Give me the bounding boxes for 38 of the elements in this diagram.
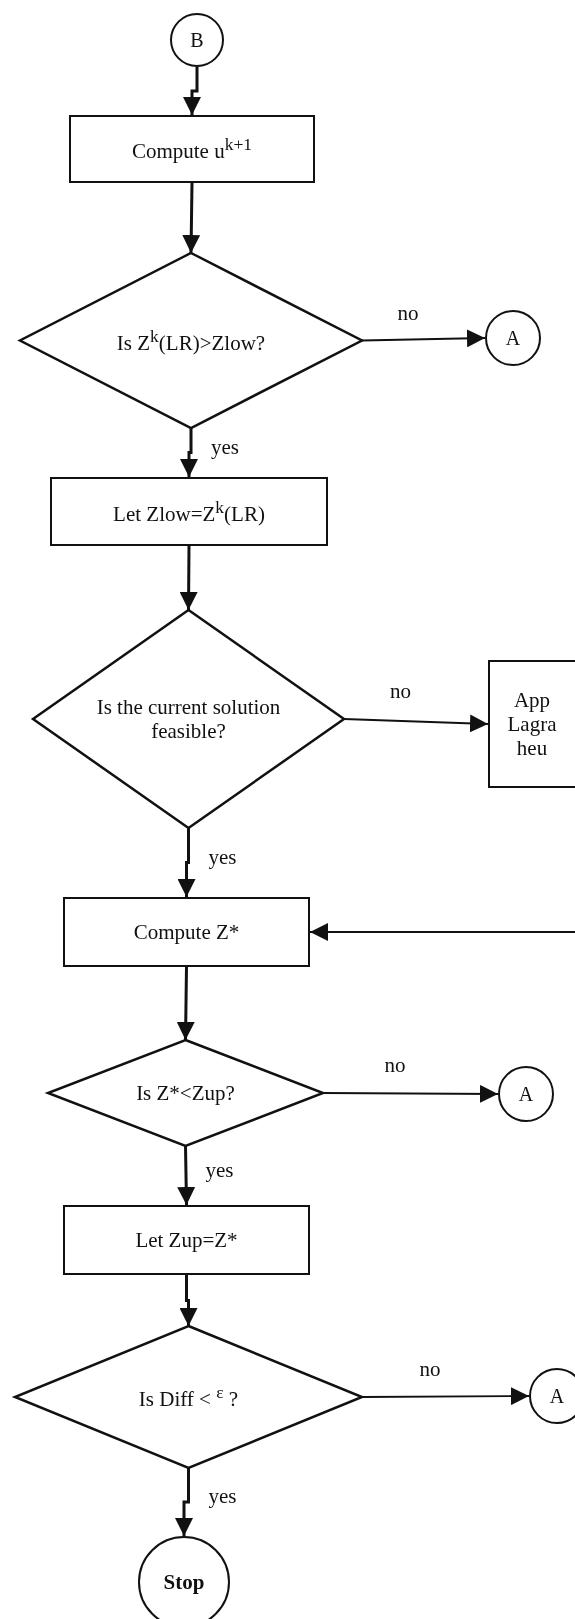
- node-text: Is Z$^{k}$(LR)>Zlow?: [115, 325, 267, 356]
- arrow: [179, 546, 198, 610]
- process-box: [63, 897, 310, 967]
- node-text: Compute Z*: [133, 919, 240, 945]
- node-text: A: [549, 1384, 565, 1408]
- process-box: [50, 477, 328, 546]
- connector-circle: [170, 13, 224, 67]
- arrow: [177, 828, 196, 897]
- arrow: [175, 1468, 193, 1536]
- arrow: [179, 1275, 198, 1326]
- node-text: Let Zup=Z*: [135, 1227, 238, 1253]
- arrow: [322, 1084, 499, 1103]
- node-text: Is Z*<Zup?: [135, 1080, 236, 1106]
- node-text: Compute u$^{k+1}$: [131, 134, 253, 164]
- connector-circle: [498, 1066, 554, 1122]
- connector-circle: [529, 1368, 575, 1424]
- arrow: [343, 714, 489, 733]
- arrow: [176, 966, 195, 1041]
- connector-circle: [485, 310, 541, 366]
- node-text: Stop: [163, 1569, 205, 1595]
- node-text: Is the current solution feasible?: [95, 694, 282, 744]
- node-text: App Lagra heu: [506, 687, 558, 761]
- node-text: A: [505, 326, 521, 350]
- node-text: B: [190, 28, 204, 52]
- arrow: [183, 67, 201, 115]
- arrow: [361, 1387, 530, 1406]
- decision-diamond: [20, 253, 362, 428]
- arrow: [177, 1145, 196, 1206]
- arrow: [182, 182, 201, 254]
- node-text: Let Zlow=Z$^{k}$(LR): [113, 496, 265, 527]
- process-box: [63, 1205, 310, 1275]
- decision-diamond: [33, 610, 344, 828]
- node-text: Is Diff < $^{ε}$ ?: [137, 1382, 240, 1412]
- node-text: A: [518, 1082, 534, 1106]
- arrow: [309, 923, 575, 941]
- arrow: [180, 428, 198, 477]
- decision-diamond: [15, 1326, 362, 1468]
- process-box: [69, 115, 315, 183]
